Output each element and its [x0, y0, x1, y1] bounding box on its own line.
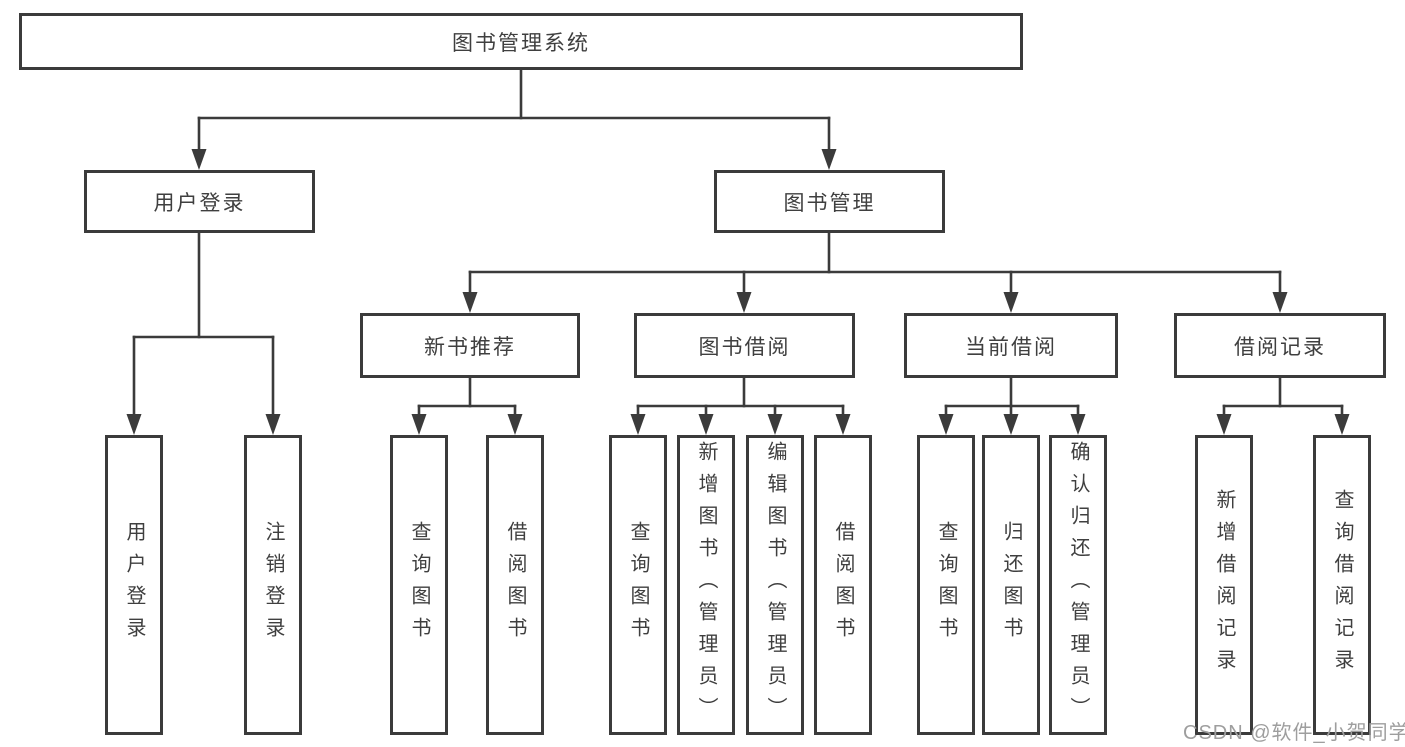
node-label: 用户登录: [153, 191, 246, 215]
csdn-watermark: CSDN @软件_小贺同学: [1183, 722, 1405, 744]
leaf-query-books-borrow: 查询图书: [609, 435, 667, 735]
node-label: 编辑图书（管理员）: [764, 441, 786, 729]
node-label: 查询借阅记录: [1331, 489, 1353, 681]
node-user-login: 用户登录: [84, 170, 315, 233]
node-label: 借阅图书: [832, 521, 854, 649]
node-label: 图书管理: [783, 191, 876, 215]
node-label: 图书借阅: [698, 335, 791, 359]
node-label: 查询图书: [627, 521, 649, 649]
leaf-add-books-admin: 新增图书（管理员）: [677, 435, 735, 735]
node-label: 当前借阅: [965, 335, 1057, 359]
leaf-borrow-books-recommend: 借阅图书: [486, 435, 544, 735]
node-library-system: 图书管理系统: [19, 13, 1023, 70]
leaf-confirm-return-admin: 确认归还（管理员）: [1049, 435, 1107, 735]
node-label: 查询图书: [935, 521, 957, 649]
leaf-query-borrow-record: 查询借阅记录: [1313, 435, 1371, 735]
node-label: 确认归还（管理员）: [1067, 441, 1089, 729]
node-book-management: 图书管理: [714, 170, 945, 233]
node-current-borrow: 当前借阅: [904, 313, 1118, 378]
node-label: 新书推荐: [424, 335, 516, 359]
node-label: 借阅图书: [504, 521, 526, 649]
leaf-logout: 注销登录: [244, 435, 302, 735]
leaf-add-borrow-record: 新增借阅记录: [1195, 435, 1253, 735]
node-label: 归还图书: [1000, 521, 1022, 649]
node-label: 新增图书（管理员）: [695, 441, 717, 729]
leaf-borrow-books: 借阅图书: [814, 435, 872, 735]
node-label: 注销登录: [262, 521, 284, 649]
node-borrow-records: 借阅记录: [1174, 313, 1386, 378]
leaf-user-login: 用户登录: [105, 435, 163, 735]
node-label: 借阅记录: [1234, 335, 1326, 359]
node-book-borrow: 图书借阅: [634, 313, 855, 378]
node-label: 用户登录: [123, 521, 145, 649]
node-new-book-recommend: 新书推荐: [360, 313, 580, 378]
leaf-return-books: 归还图书: [982, 435, 1040, 735]
node-label: 图书管理系统: [452, 31, 590, 55]
leaf-query-books-current: 查询图书: [917, 435, 975, 735]
node-label: 新增借阅记录: [1213, 489, 1235, 681]
leaf-query-books-recommend: 查询图书: [390, 435, 448, 735]
node-label: 查询图书: [408, 521, 430, 649]
leaf-edit-books-admin: 编辑图书（管理员）: [746, 435, 804, 735]
